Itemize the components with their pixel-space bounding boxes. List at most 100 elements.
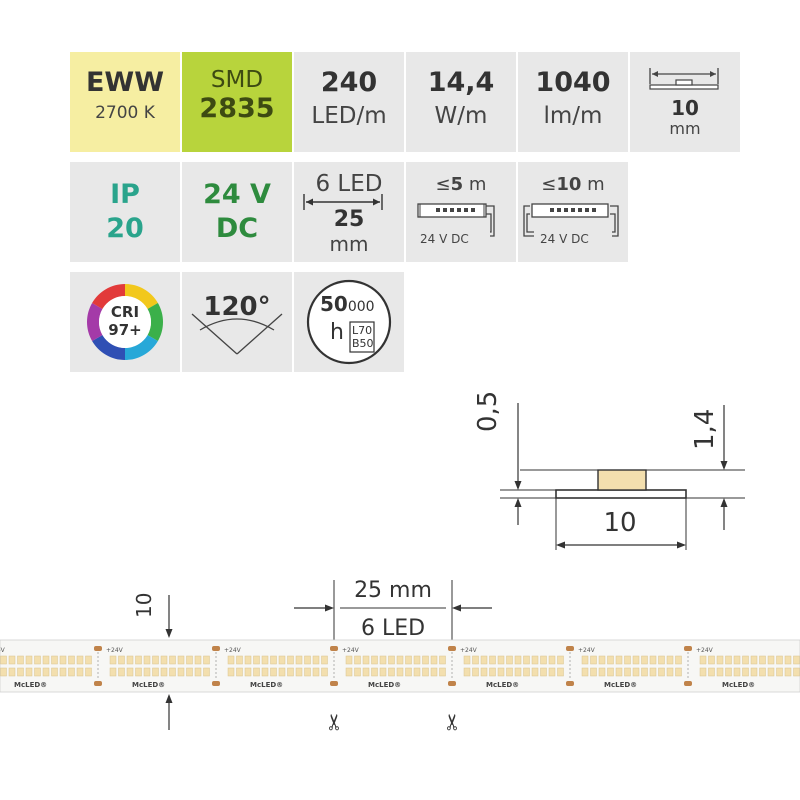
led-chip [540, 667, 547, 677]
strip-pcb [0, 639, 800, 693]
led-chip [607, 667, 614, 677]
led-chip [295, 655, 303, 665]
led-chip [362, 667, 370, 677]
led-chip [708, 655, 715, 665]
led-chip [135, 667, 142, 677]
run5-voltage: 24 V DC [420, 232, 469, 246]
led-chip [85, 667, 92, 677]
led-chip [767, 667, 775, 677]
led-chip [776, 667, 783, 677]
segment-led-count: 6 LED [315, 171, 383, 197]
beam-angle-icon [191, 313, 283, 355]
led-chip [34, 667, 41, 677]
led-chip [227, 667, 235, 677]
led-chip [85, 655, 92, 665]
lifetime-unit: h [330, 320, 344, 345]
led-chip [362, 655, 370, 665]
led-chip [708, 667, 715, 677]
led-chip [68, 655, 75, 665]
led-chip [160, 667, 168, 677]
width-value: 10 [671, 96, 699, 120]
led-chip [581, 667, 589, 677]
solder-pad [684, 681, 692, 686]
led-chip [270, 655, 277, 665]
led-chip [649, 667, 657, 677]
led-chip [666, 655, 674, 665]
led-chip [590, 655, 597, 665]
led-chip [472, 667, 479, 677]
solder-pad [212, 646, 220, 651]
segment-led-label: 6 LED [360, 616, 426, 641]
led-chip [632, 655, 640, 665]
led-chip [17, 667, 24, 677]
led-chip [598, 667, 606, 677]
led-chip [76, 667, 84, 677]
chip-code: 2835 [199, 93, 275, 124]
led-chip [675, 667, 682, 677]
tile-beam-angle: 120° [182, 272, 292, 372]
led-chip [750, 667, 758, 677]
brand-label: McLED® [604, 681, 637, 689]
led-chip [261, 667, 269, 677]
led-chip [733, 667, 741, 677]
led-chip [472, 655, 479, 665]
led-chip [463, 655, 471, 665]
led-chip [430, 667, 438, 677]
led-chip [312, 667, 320, 677]
profile-width-label: 10 [603, 508, 637, 538]
led-chip [8, 667, 16, 677]
segment-mm-label: 25 mm [354, 578, 432, 603]
pad-label: +24V [696, 647, 714, 654]
led-chip [514, 655, 522, 665]
led-chip [506, 655, 513, 665]
tile-color-temp: EWW 2700 K [70, 52, 180, 152]
tile-max-run-10m: ≤10 m 24 V DC [518, 162, 628, 262]
led-chip [109, 655, 117, 665]
tile-lifetime: 50000 h L70 B50 [294, 272, 404, 372]
led-chip [548, 655, 556, 665]
led-chip [548, 667, 556, 677]
led-chip [430, 655, 438, 665]
led-chip [312, 655, 320, 665]
led-chip [793, 655, 800, 665]
pad-label: +24V [0, 647, 6, 654]
brand-label: McLED® [722, 681, 755, 689]
led-chip [413, 655, 421, 665]
led-chip [759, 667, 766, 677]
solder-pad [330, 646, 338, 651]
led-chip [253, 655, 260, 665]
width-profile-icon [649, 68, 719, 90]
profile-dimension-drawing [500, 403, 745, 550]
led-chip [25, 655, 33, 665]
led-chip [784, 667, 792, 677]
run10-voltage: 24 V DC [540, 232, 589, 246]
tile-strip-width: 10 mm [630, 52, 740, 152]
led-chip [439, 667, 446, 677]
led-chip [236, 655, 243, 665]
led-chip [439, 655, 446, 665]
led-chip [135, 655, 142, 665]
led-chip [118, 655, 125, 665]
beam-angle-value: 120° [203, 292, 271, 322]
led-chip [624, 655, 631, 665]
led-chip [523, 667, 530, 677]
width-unit: mm [669, 119, 701, 138]
led-chip [581, 655, 589, 665]
color-wheel-icon [87, 284, 164, 360]
solder-pad [448, 681, 456, 686]
tile-cri: CRI 97+ [70, 272, 180, 372]
tile-chip-type: SMD 2835 [182, 52, 292, 152]
led-chip [160, 655, 168, 665]
led-chip [514, 667, 522, 677]
led-chip [725, 655, 732, 665]
segment-unit: mm [329, 232, 369, 256]
led-chip [261, 655, 269, 665]
led-chip [793, 667, 800, 677]
lifetime-circle-icon [306, 279, 392, 365]
led-chip [666, 667, 674, 677]
tile-voltage: 24 V DC [182, 162, 292, 262]
scissors-icon: ✂ [441, 713, 466, 731]
short-strip-wiring-icon [417, 203, 495, 237]
led-chip [557, 667, 564, 677]
tile-led-density: 240 LED/m [294, 52, 404, 152]
